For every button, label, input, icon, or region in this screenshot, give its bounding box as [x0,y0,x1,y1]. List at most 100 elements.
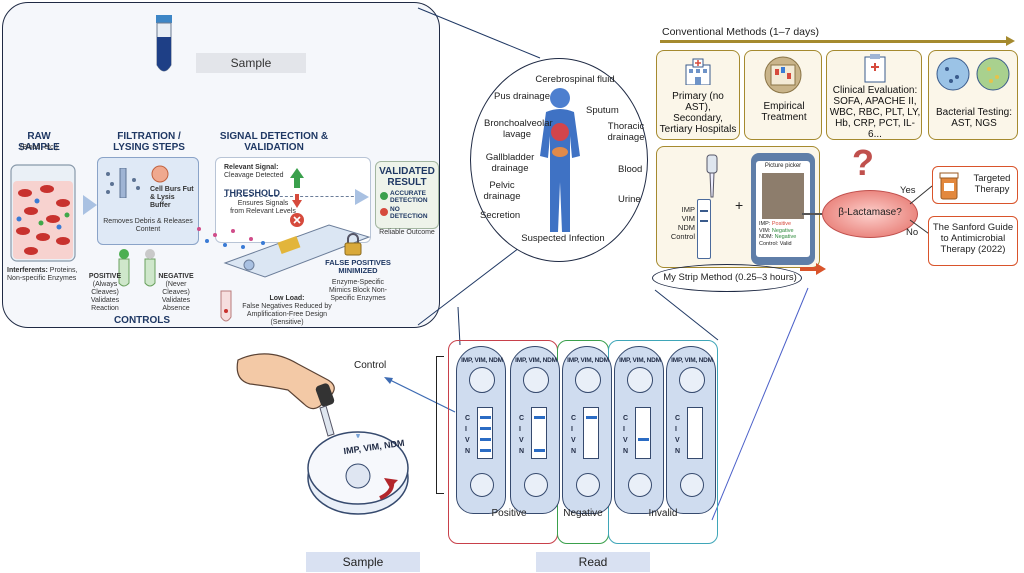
arrow-icon [83,195,97,215]
result-line [586,449,597,452]
result-line [638,449,649,452]
strip-letter: V [675,437,680,444]
plus-sign: + [735,197,744,213]
bacterial-box: Bacterial Testing: AST, NGS [928,50,1018,140]
clinical-box: Clinical Evaluation: SOFA, APACHE II, WB… [826,50,922,140]
sample-well [679,367,705,393]
sanford-guide-box: The Sanford Guide to Antimicrobial Thera… [928,216,1018,266]
site-bronchoalveolar: Bronchoalveolar lavage [484,118,553,140]
sample-well [575,367,601,393]
threshold-text: Ensures Signals from Relevant Levels [230,200,296,215]
phone-photo [762,173,804,219]
hospital-box: Primary (no AST), Secondary, Tertiary Ho… [656,50,740,140]
phone-results: IMP: Positive VIM: Negative NDM: Negativ… [759,221,809,247]
result-window [635,407,651,459]
strip-letter: I [623,426,625,433]
raw-sample-subtitle: (Blood, etc.) [20,144,58,151]
sample-chip: Sample [196,53,306,73]
phone-key: Control: [759,240,779,247]
empirical-box: Empirical Treatment [744,50,822,140]
read-step-chip: Read [536,552,650,572]
my-strip-label: My Strip Method (0.25–3 hours) [663,272,797,283]
filtration-box: Cell Burs Fut & Lysis Buffer Removes Deb… [97,157,199,245]
sanford-guide-text: The Sanford Guide to Antimicrobial Thera… [932,222,1014,255]
false-positives-title: FALSE POSITIVES MINIMIZED [325,258,391,275]
site-pus: Pus drainage [494,91,550,102]
low-load-text: False Negatives Reduced by Amplification… [242,303,332,326]
result-line [534,427,545,430]
raw-sample-title: RAW SAMPLE [18,131,60,153]
strip-letter: V [519,437,524,444]
strip-letter: C [675,415,681,422]
pipette-icon [706,154,718,198]
strip-letter: C [623,415,629,422]
assay-panel: Sample RAW SAMPLE (Blood, etc.) Interfer… [2,2,440,328]
beaker-icon [10,164,76,262]
result-window [583,407,599,459]
check-icon [380,192,388,200]
positive-control-sub: (Always Cleaves) [91,281,119,296]
lysis-buffer-label: Cell Burs Fut & Lysis Buffer [150,186,194,209]
strip-cap-text: IMP, VIM, NDM [619,357,661,364]
result-window [531,407,547,459]
control-label: Control [354,360,387,371]
strip-arrow-line [800,267,818,271]
strip-letter: V [465,437,470,444]
phone-icon: Picture picker IMP: Positive VIM: Negati… [751,153,815,265]
low-load-block: Low Load: False Negatives Reduced by Amp… [237,295,337,327]
result-line [638,427,649,430]
result-line [586,438,597,441]
body-caption: Suspected Infection [521,233,605,244]
filter-icon [106,168,140,198]
relevant-signal-label: Relevant Signal: [224,164,279,171]
beta-lactamase-label: β-Lactamase? [838,207,902,218]
result-window [477,407,493,459]
cartridge-device-icon [223,224,371,278]
phone-key: NDM: [759,234,774,240]
accurate-detection-label: ACCURATE DETECTION [390,190,428,204]
result-line [690,449,701,452]
hospital-text: Primary (no AST), Secondary, Tertiary Ho… [659,91,737,135]
negative-control-block: NEGATIVE (Never Cleaves) Validates Absen… [153,273,199,313]
invalid-label: Invalid [648,508,678,519]
strip-letter: V [623,437,628,444]
cell-icon [151,165,169,183]
site-gallbladder: Gallbladder drainage [485,152,535,174]
phone-title: Picture picker [764,163,802,169]
controls-title: CONTROLS [113,315,171,326]
x-icon [380,208,388,216]
threshold-line [224,196,364,197]
my-strip-oval [652,264,802,292]
yes-label: Yes [900,185,916,196]
result-line [534,449,545,452]
conventional-label: Conventional Methods (1–7 days) [662,26,820,38]
strip-letter: V [571,437,576,444]
positive-control-text: Validates Reaction [90,297,120,312]
positive-control-block: POSITIVE (Always Cleaves) Validates Reac… [83,273,127,313]
strip-letter: N [571,448,577,455]
phone-value: Negative [774,234,797,240]
sample-well [627,367,653,393]
control-tubes-icon [118,249,156,287]
strip-cap-text: IMP, VIM, NDM [567,357,609,364]
interferents-note: Interferents: Proteins, Non-specific Enz… [7,267,87,283]
false-positives-text: Enzyme-Specific Mimics Block Non-Specifi… [329,279,387,302]
result-line [480,427,491,430]
strip-letter: N [675,448,681,455]
strip-letter: I [675,426,677,433]
strip-letter: N [519,448,525,455]
result-line [586,427,597,430]
result-line [480,438,491,441]
sample-tube-icon [156,15,172,72]
negative-label: Negative [563,508,603,519]
hand-dropper-icon [236,353,409,515]
threshold-label: THRESHOLD [224,188,280,198]
strip-letter: N [623,448,629,455]
strip-cap-text: IMP, VIM, NDM [515,357,557,364]
